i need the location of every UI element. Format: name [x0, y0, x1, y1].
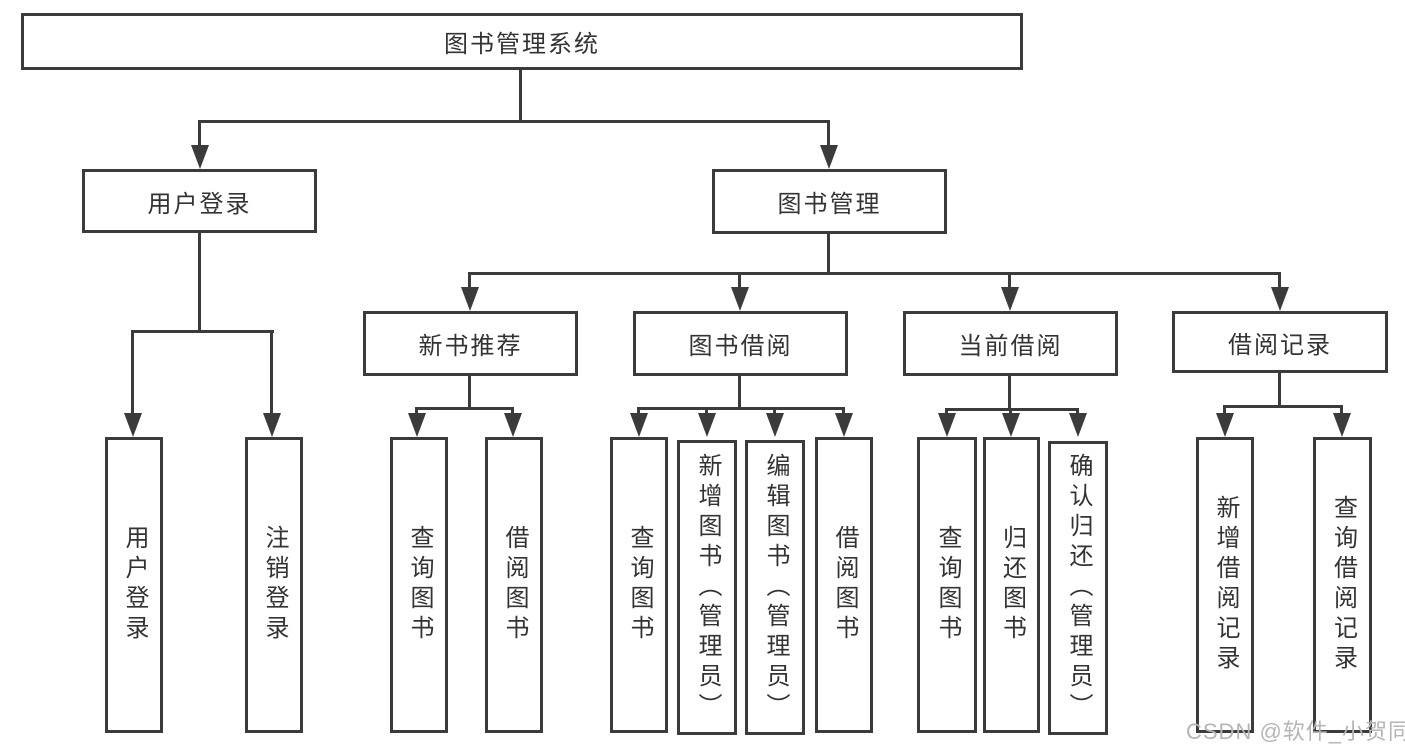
- connector-drop-confirm-return: [1076, 408, 1079, 415]
- connector-level2-rail: [198, 120, 829, 123]
- leaf-query-borrow-record-label: 查询借阅记录: [1329, 495, 1357, 675]
- connector-recommend-rail: [415, 407, 514, 410]
- connector-root-stem: [519, 70, 522, 120]
- connector-drop-book-borrow: [738, 272, 741, 290]
- connector-current-borrow-rail: [945, 408, 1079, 411]
- connector-book-management-stem: [827, 234, 830, 272]
- arrow-down-current-borrow: [1001, 287, 1019, 311]
- node-current-borrow: 当前借阅: [903, 311, 1118, 376]
- node-book-borrow: 图书借阅: [633, 311, 848, 376]
- leaf-edit-books-admin: 编辑图书（管理员）: [745, 440, 805, 735]
- leaf-return-books-label: 归还图书: [998, 525, 1026, 645]
- connector-drop-borrow-books: [842, 407, 845, 415]
- arrow-down-leaf-logout: [263, 413, 281, 437]
- arrow-down-add-books: [698, 413, 716, 437]
- node-borrow-records: 借阅记录: [1172, 311, 1388, 373]
- leaf-query-borrow-record: 查询借阅记录: [1313, 437, 1372, 733]
- connector-drop-book-management: [827, 120, 830, 148]
- connector-drop-borrow-recommend: [511, 407, 514, 415]
- leaf-confirm-return-admin-label: 确认归还（管理员）: [1065, 453, 1092, 723]
- connector-drop-query-borrow: [637, 407, 640, 415]
- leaf-user-login-label: 用户登录: [121, 525, 148, 645]
- leaf-borrow-books-recommend: 借阅图书: [485, 437, 543, 733]
- arrow-down-edit-books: [766, 413, 784, 437]
- connector-drop-return-books: [1009, 408, 1012, 415]
- arrow-down-query-current: [938, 413, 956, 437]
- node-book-management: 图书管理: [712, 169, 947, 234]
- connector-drop-query-record: [1340, 405, 1343, 415]
- node-book-borrow-label: 图书借阅: [688, 333, 793, 360]
- connector-drop-query-current: [945, 408, 948, 415]
- leaf-query-books-current: 查询图书: [917, 437, 977, 733]
- connector-recommend-stem: [468, 376, 471, 407]
- connector-drop-add-record: [1223, 405, 1226, 415]
- leaf-add-borrow-record: 新增借阅记录: [1196, 437, 1254, 733]
- watermark: CSDN @软件_小贺同学: [1186, 719, 1405, 744]
- connector-level3-rail: [468, 272, 1281, 275]
- connector-drop-edit-books: [773, 407, 776, 415]
- leaf-edit-books-admin-label: 编辑图书（管理员）: [762, 452, 789, 723]
- node-user-login-label: 用户登录: [147, 190, 252, 218]
- connector-drop-leaf-login: [131, 330, 134, 416]
- arrow-down-borrow-books: [835, 413, 853, 437]
- node-borrow-records-label: 借阅记录: [1228, 331, 1332, 359]
- connector-drop-user-login: [198, 120, 201, 148]
- arrow-down-add-record: [1216, 413, 1234, 437]
- connector-user-login-stem: [198, 233, 201, 330]
- leaf-add-borrow-record-label: 新增借阅记录: [1212, 495, 1239, 675]
- arrow-down-user-login: [191, 145, 209, 169]
- leaf-logout-label: 注销登录: [261, 525, 288, 645]
- arrow-down-new-book-recommend: [461, 287, 479, 311]
- leaf-query-books-borrow: 查询图书: [610, 437, 668, 733]
- connector-drop-leaf-logout: [270, 330, 273, 416]
- leaf-query-books-recommend-label: 查询图书: [406, 525, 433, 645]
- arrow-down-query-borrow: [630, 413, 648, 437]
- arrow-down-leaf-login: [124, 413, 142, 437]
- connector-user-login-rail: [131, 330, 274, 333]
- connector-drop-new-book-recommend: [468, 272, 471, 290]
- leaf-return-books: 归还图书: [983, 437, 1040, 733]
- arrow-down-book-management: [820, 145, 838, 169]
- arrow-down-return-books: [1002, 413, 1020, 437]
- node-root-label: 图书管理系统: [444, 31, 600, 58]
- arrow-down-confirm-return: [1069, 413, 1087, 437]
- node-user-login: 用户登录: [82, 169, 317, 233]
- leaf-query-books-current-label: 查询图书: [934, 525, 961, 645]
- connector-drop-query-recommend: [415, 407, 418, 415]
- node-current-borrow-label: 当前借阅: [958, 333, 1063, 360]
- arrow-down-query-recommend: [408, 413, 426, 437]
- leaf-borrow-books-label: 借阅图书: [831, 525, 858, 645]
- leaf-user-login: 用户登录: [105, 437, 163, 733]
- arrow-down-query-record: [1333, 413, 1351, 437]
- connector-current-borrow-stem: [1008, 376, 1011, 408]
- connector-book-borrow-stem: [738, 376, 741, 407]
- connector-drop-add-books: [705, 407, 708, 415]
- leaf-add-books-admin: 新增图书（管理员）: [677, 440, 737, 735]
- leaf-borrow-books-recommend-label: 借阅图书: [501, 525, 528, 645]
- arrow-down-book-borrow: [731, 287, 749, 311]
- leaf-query-books-recommend: 查询图书: [390, 437, 448, 733]
- connector-borrow-records-rail: [1223, 405, 1343, 408]
- arrow-down-borrow-recommend: [504, 413, 522, 437]
- leaf-query-books-borrow-label: 查询图书: [626, 525, 653, 645]
- arrow-down-borrow-records: [1271, 287, 1289, 311]
- connector-borrow-records-stem: [1278, 373, 1281, 405]
- leaf-borrow-books: 借阅图书: [815, 437, 873, 733]
- node-root: 图书管理系统: [21, 13, 1023, 70]
- leaf-confirm-return-admin: 确认归还（管理员）: [1048, 441, 1108, 735]
- node-book-management-label: 图书管理: [777, 191, 882, 218]
- leaf-logout: 注销登录: [245, 437, 303, 733]
- node-new-book-recommend-label: 新书推荐: [418, 333, 523, 360]
- leaf-add-books-admin-label: 新增图书（管理员）: [694, 452, 721, 723]
- node-new-book-recommend: 新书推荐: [363, 311, 578, 376]
- connector-book-borrow-rail: [637, 407, 845, 410]
- connector-drop-current-borrow: [1008, 272, 1011, 290]
- connector-drop-borrow-records: [1278, 272, 1281, 290]
